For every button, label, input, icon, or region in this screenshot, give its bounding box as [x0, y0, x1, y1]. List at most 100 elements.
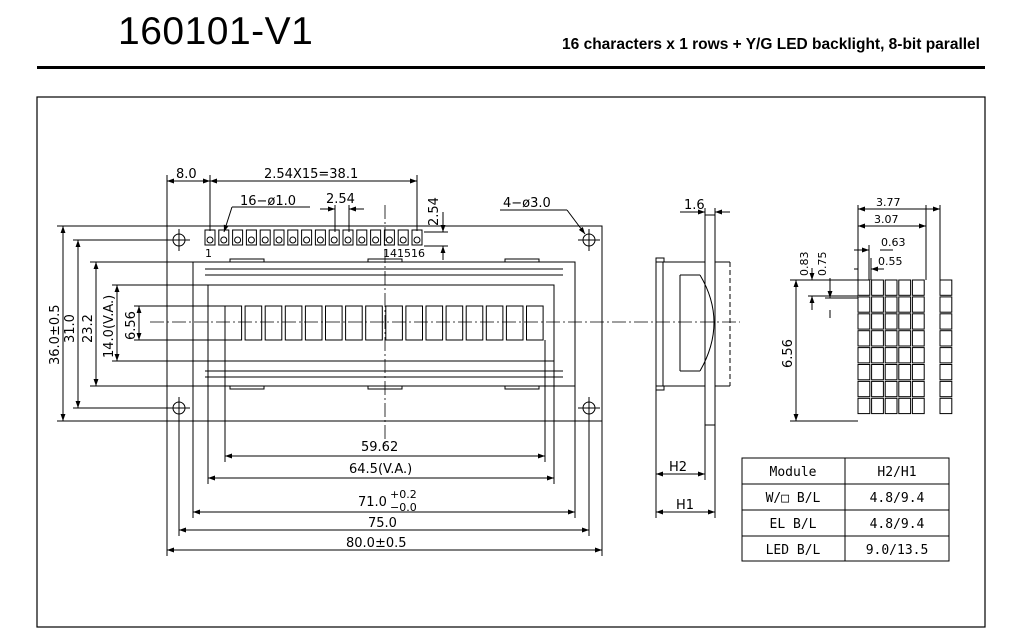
char-detail	[790, 205, 953, 422]
char-cell	[304, 305, 323, 341]
dot-pixel	[884, 380, 898, 398]
side-view	[655, 208, 731, 518]
pin-pad	[370, 229, 382, 246]
dim-dot-pitch: 0.63	[881, 236, 906, 249]
dim-pin-pitch: 2.54	[326, 192, 355, 207]
pin-pad	[204, 229, 216, 246]
dot-pixel	[898, 397, 912, 415]
dot-pixel	[939, 380, 953, 398]
dot-pixel	[898, 296, 912, 313]
dimension-table	[741, 457, 950, 562]
dot-pixel	[871, 397, 884, 415]
dim-bezel-height: 23.2	[81, 314, 96, 343]
dot-pixel	[884, 364, 898, 381]
front-view	[57, 175, 740, 556]
char-cell	[385, 305, 403, 341]
mount-hole	[578, 229, 600, 251]
dim-char-pitch: 3.07	[874, 213, 899, 226]
dim-pin-holes: 16−ø1.0	[240, 194, 296, 209]
drawing-frame	[36, 96, 986, 628]
dim-char-height: 6.56	[124, 311, 139, 340]
char-cell	[505, 305, 524, 341]
dot-pixel	[911, 296, 925, 313]
dim-dot-size: 0.55	[878, 255, 903, 268]
pin-pad	[383, 229, 395, 246]
char-cell	[526, 305, 544, 341]
viewing-area	[207, 284, 555, 362]
dim-pcb-thickness: 1.6	[684, 198, 705, 213]
dot-pixel	[939, 330, 953, 347]
pin-label-first: 1	[205, 247, 212, 260]
dim-hole-spacing-h: 75.0	[368, 516, 397, 531]
dot-pixel	[857, 347, 871, 364]
pin-pad	[328, 229, 340, 246]
dot-pixel	[871, 313, 884, 330]
dot-pixel	[857, 279, 871, 296]
bezel-tab	[229, 258, 265, 263]
dot-pixel	[871, 364, 884, 381]
pin-pad	[273, 229, 285, 246]
dot-pixel	[871, 279, 884, 296]
dim-pin-row-height: 2.54	[427, 197, 442, 226]
bezel-tab	[504, 258, 540, 263]
pin-label-last: 141516	[383, 247, 425, 260]
char-cell	[284, 305, 303, 341]
dot-pixel	[911, 347, 925, 364]
pin-pad	[314, 229, 326, 246]
header-rule	[37, 66, 985, 69]
dim-row-pitch: 0.83	[798, 252, 811, 277]
dim-char-width: 3.77	[876, 196, 901, 209]
dim-bezel-width: 71.0	[358, 495, 387, 510]
dim-view-area-height: 14.0(V.A.)	[102, 295, 117, 358]
dot-pixel	[939, 364, 953, 381]
dot-pixel	[884, 347, 898, 364]
dot-pixel	[939, 397, 953, 415]
char-cell	[425, 305, 444, 341]
dot-pixel	[884, 330, 898, 347]
char-cell	[365, 305, 383, 341]
dim-pin-span: 2.54X15=38.1	[264, 167, 358, 182]
pin-pad	[245, 229, 257, 246]
dot-pixel	[857, 330, 871, 347]
dim-char-span: 59.62	[361, 440, 398, 455]
char-cell	[465, 305, 484, 341]
char-cell	[405, 305, 423, 341]
dot-pixel	[857, 380, 871, 398]
pin-pad	[218, 229, 230, 246]
bezel-outline	[192, 261, 576, 387]
dot-pixel	[898, 364, 912, 381]
pin-pad	[287, 229, 299, 246]
dim-view-area-width: 64.5(V.A.)	[349, 462, 412, 477]
dim-hole-spacing-v: 31.0	[63, 314, 78, 343]
dot-pixel	[871, 347, 884, 364]
table-cell: W/□ B/L	[766, 491, 821, 506]
side-bezel	[655, 261, 706, 387]
model-title: 160101-V1	[118, 10, 314, 53]
table-cell: EL B/L	[770, 517, 817, 532]
char-cell	[325, 305, 343, 341]
dim-h2: H2	[669, 460, 687, 475]
dot-pixel	[884, 279, 898, 296]
dot-pixel	[857, 313, 871, 330]
table-header-module: Module	[770, 465, 817, 480]
dim-h1: H1	[676, 498, 694, 513]
dot-pixel	[911, 330, 925, 347]
dot-pixel	[939, 296, 953, 313]
bezel-tab	[504, 385, 540, 390]
dim-pin-offset: 8.0	[176, 167, 197, 182]
dot-pixel	[871, 296, 884, 313]
dot-pixel	[871, 330, 884, 347]
dot-pixel	[898, 380, 912, 398]
table-cell: 4.8/9.4	[870, 491, 925, 506]
dim-detail-char-height: 6.56	[781, 339, 796, 368]
pin-pad	[342, 229, 354, 246]
dot-pixel	[884, 397, 898, 415]
dot-pixel	[911, 397, 925, 415]
dot-pixel	[884, 296, 898, 313]
bezel-tab	[229, 385, 265, 390]
dim-row-size: 0.75	[816, 252, 829, 277]
dim-pcb-height: 36.0±0.5	[48, 304, 63, 365]
dot-pixel	[898, 279, 912, 296]
dim-bezel-tol-minus: −0.0	[390, 501, 417, 514]
